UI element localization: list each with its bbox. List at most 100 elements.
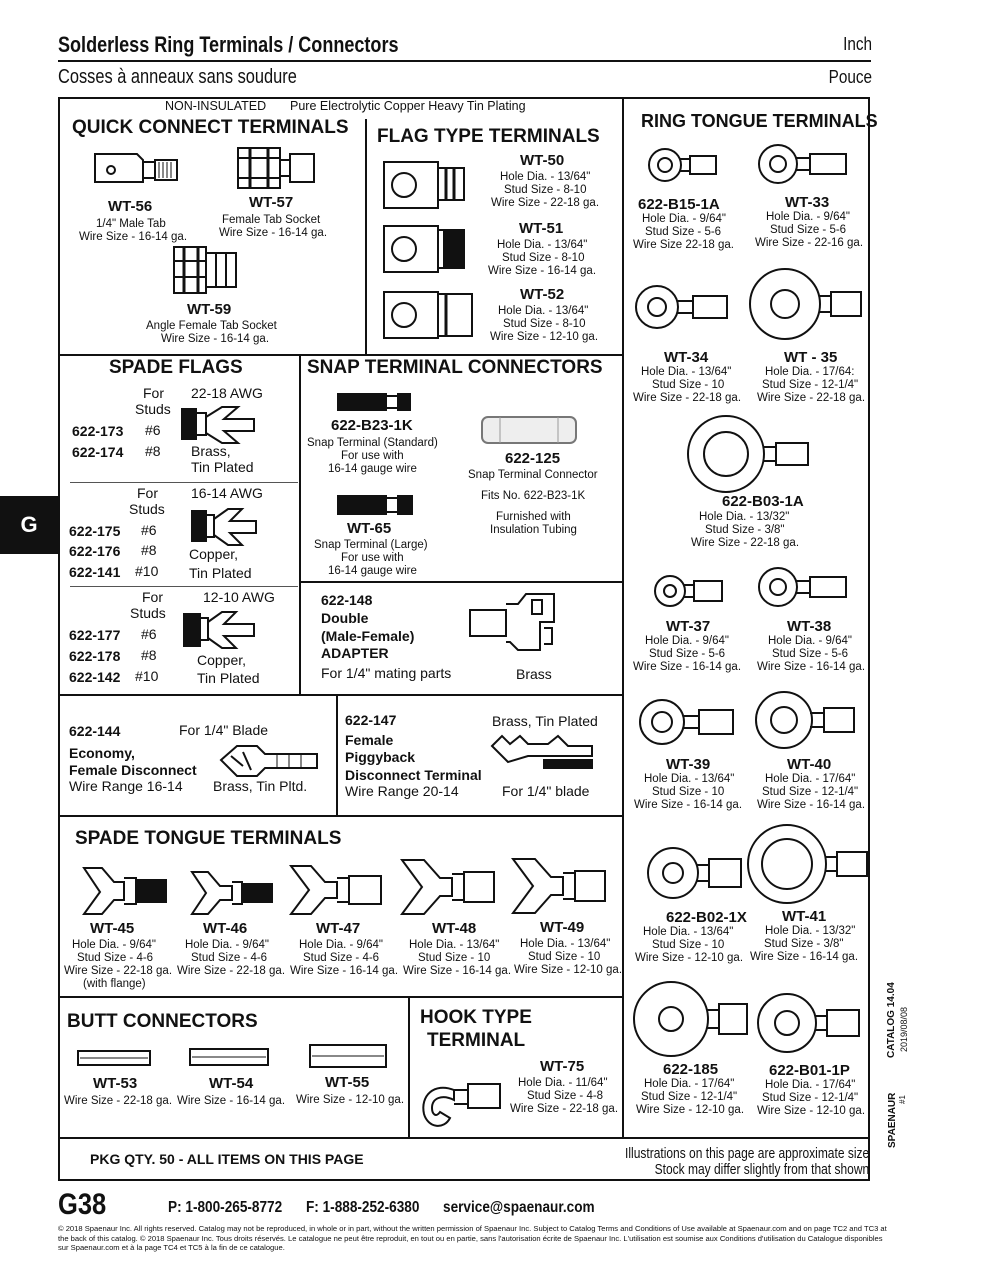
footer-fax[interactable]: F: 1-888-252-6380 <box>306 1199 420 1216</box>
ring-wt-37-hole: Hole Dia. - 9/64" <box>645 635 729 647</box>
ring-wt-35-pn[interactable]: WT - 35 <box>784 349 838 366</box>
ring-622-b01-1p-icon <box>757 993 860 1053</box>
snap-wt-65-pn[interactable]: WT-65 <box>347 520 392 537</box>
spade-wt-46-pn[interactable]: WT-46 <box>203 920 248 937</box>
wt-50-part-number[interactable]: WT-50 <box>520 152 565 169</box>
wt-52-part-number[interactable]: WT-52 <box>520 286 565 303</box>
snap-622-125-pn[interactable]: 622-125 <box>505 450 561 467</box>
wt-57-wire: Wire Size - 16-14 ga. <box>219 227 328 239</box>
ring-622-b01-1p-stud: Stud Size - 12-1/4" <box>762 1092 859 1104</box>
ring-wt-34-stud: Stud Size - 10 <box>652 379 725 391</box>
spade-wt-45-stud: Stud Size - 4-6 <box>77 952 154 964</box>
piggy-622-147-pn[interactable]: 622-147 <box>345 712 397 728</box>
ring-622-b15-1a-icon <box>648 148 717 182</box>
sf1-awg: 22-18 AWG <box>191 385 263 401</box>
ring-wt-41-pn[interactable]: WT-41 <box>782 908 827 925</box>
unit-pouce: Pouce <box>828 67 872 87</box>
spade-wt-49-pn[interactable]: WT-49 <box>540 919 585 936</box>
ring-622-b03-1a-icon <box>687 415 809 493</box>
wt-51-part-number[interactable]: WT-51 <box>519 220 564 237</box>
butt-wt-54-pn[interactable]: WT-54 <box>209 1075 254 1092</box>
snap-622-125-l2: Fits No. 622-B23-1K <box>481 490 586 502</box>
butt-wt-54-wire: Wire Size - 16-14 ga. <box>177 1095 286 1107</box>
ring-wt-39-pn[interactable]: WT-39 <box>666 756 711 773</box>
spade-wt-48-stud: Stud Size - 10 <box>418 952 491 964</box>
ring-wt-38-stud: Stud Size - 5-6 <box>772 648 849 660</box>
ring-wt-40-wire: Wire Size - 16-14 ga. <box>757 799 866 811</box>
sf-622-141-pn[interactable]: 622-141 <box>69 564 121 580</box>
spade-wt-45-pn[interactable]: WT-45 <box>90 920 135 937</box>
sf-622-176-pn[interactable]: 622-176 <box>69 543 121 559</box>
sf-622-174-pn[interactable]: 622-174 <box>72 444 124 460</box>
sf-622-177-pn[interactable]: 622-177 <box>69 627 121 643</box>
butt-wt-53-wire: Wire Size - 22-18 ga. <box>64 1095 173 1107</box>
adapter-l3: ADAPTER <box>321 645 389 661</box>
economy-range: Wire Range 16-14 <box>69 778 183 794</box>
ring-wt-38-pn[interactable]: WT-38 <box>787 618 832 635</box>
ring-wt-37-pn[interactable]: WT-37 <box>666 618 711 635</box>
butt-wt-53-pn[interactable]: WT-53 <box>93 1075 138 1092</box>
header-rule <box>58 60 871 62</box>
section-tab-g[interactable]: G <box>0 496 58 554</box>
footer-email[interactable]: service@spaenaur.com <box>443 1199 595 1216</box>
ring-wt-37-icon <box>654 575 723 607</box>
spade-wt-47-icon <box>289 865 382 915</box>
spade-wt-49-stud: Stud Size - 10 <box>528 951 601 963</box>
spade-wt-49-icon <box>511 858 606 914</box>
hook-wt-75-wire: Wire Size - 22-18 ga. <box>510 1103 619 1115</box>
page-title: Solderless Ring Terminals / Connectors <box>58 32 399 57</box>
ring-622-185-wire: Wire Size - 12-10 ga. <box>636 1104 745 1116</box>
ring-wt-40-pn[interactable]: WT-40 <box>787 756 832 773</box>
snap-622-b23-1k-l2: For use with <box>341 450 404 462</box>
catalog-number: CATALOG 14.04 <box>886 982 897 1058</box>
sf-622-175-pn[interactable]: 622-175 <box>69 523 121 539</box>
ring-622-185-stud: Stud Size - 12-1/4" <box>641 1091 738 1103</box>
ring-tongue-heading: RING TONGUE TERMINALS <box>641 111 878 131</box>
spade-wt-48-pn[interactable]: WT-48 <box>432 920 477 937</box>
snap-wt-65-icon <box>337 495 413 515</box>
spade-wt-47-pn[interactable]: WT-47 <box>316 920 361 937</box>
butt-wt-55-wire: Wire Size - 12-10 ga. <box>296 1094 405 1106</box>
ring-622-185-pn[interactable]: 622-185 <box>663 1061 719 1078</box>
catalog-date: 2019/08/08 <box>899 1006 909 1052</box>
wt-59-part-number[interactable]: WT-59 <box>187 301 232 318</box>
hook-wt-75-pn[interactable]: WT-75 <box>540 1058 585 1075</box>
ring-wt-35-hole: Hole Dia. - 17/64: <box>765 366 855 378</box>
ring-622-b03-1a-pn[interactable]: 622-B03-1A <box>722 493 804 510</box>
spade-wt-47-hole: Hole Dia. - 9/64" <box>299 939 383 951</box>
snap-622-b23-1k-pn[interactable]: 622-B23-1K <box>331 417 413 434</box>
wt-51-flag-terminal-icon <box>383 225 465 273</box>
ring-wt-33-pn[interactable]: WT-33 <box>785 194 830 211</box>
sf-622-142-pn[interactable]: 622-142 <box>69 669 121 685</box>
ring-622-b02-1x-hole: Hole Dia. - 13/64" <box>643 926 734 938</box>
ring-622-b15-1a-hole: Hole Dia. - 9/64" <box>642 213 726 225</box>
sf-622-178-pn[interactable]: 622-178 <box>69 648 121 664</box>
wt-56-part-number[interactable]: WT-56 <box>108 198 153 215</box>
ring-622-b01-1p-pn[interactable]: 622-B01-1P <box>769 1062 850 1079</box>
sf-622-173-pn[interactable]: 622-173 <box>72 423 124 439</box>
wt-57-desc: Female Tab Socket <box>222 214 321 226</box>
footer-phone[interactable]: P: 1-800-265-8772 <box>168 1199 283 1216</box>
adapter-l4: For 1/4" mating parts <box>321 665 452 681</box>
adapter-material: Brass <box>516 666 552 682</box>
adapter-622-148-pn[interactable]: 622-148 <box>321 592 373 608</box>
wt-57-female-socket-icon <box>237 147 315 189</box>
ring-622-b15-1a-pn[interactable]: 622-B15-1A <box>638 196 720 213</box>
wt-57-part-number[interactable]: WT-57 <box>249 194 294 211</box>
wt-51-hole: Hole Dia. - 13/64" <box>497 239 588 251</box>
economy-disconnect-icon <box>219 745 318 777</box>
unit-inch: Inch <box>843 34 872 54</box>
ring-622-b02-1x-icon <box>647 847 742 899</box>
spade-wt-47-wire: Wire Size - 16-14 ga. <box>290 965 399 977</box>
economy-622-144-pn[interactable]: 622-144 <box>69 723 121 739</box>
butt-wt-55-pn[interactable]: WT-55 <box>325 1074 370 1091</box>
ring-wt-34-pn[interactable]: WT-34 <box>664 349 709 366</box>
plating-label: Pure Electrolytic Copper Heavy Tin Plati… <box>290 99 526 113</box>
page-number: G38 <box>58 1188 107 1221</box>
sf-622-141-stud: #10 <box>135 563 159 579</box>
ring-622-b02-1x-pn[interactable]: 622-B02-1X <box>666 909 747 926</box>
sf3-material-2: Tin Plated <box>197 670 260 686</box>
sf3-studs: Studs <box>130 605 166 621</box>
sf-622-178-stud: #8 <box>141 647 157 663</box>
sf-622-175-stud: #6 <box>141 522 157 538</box>
